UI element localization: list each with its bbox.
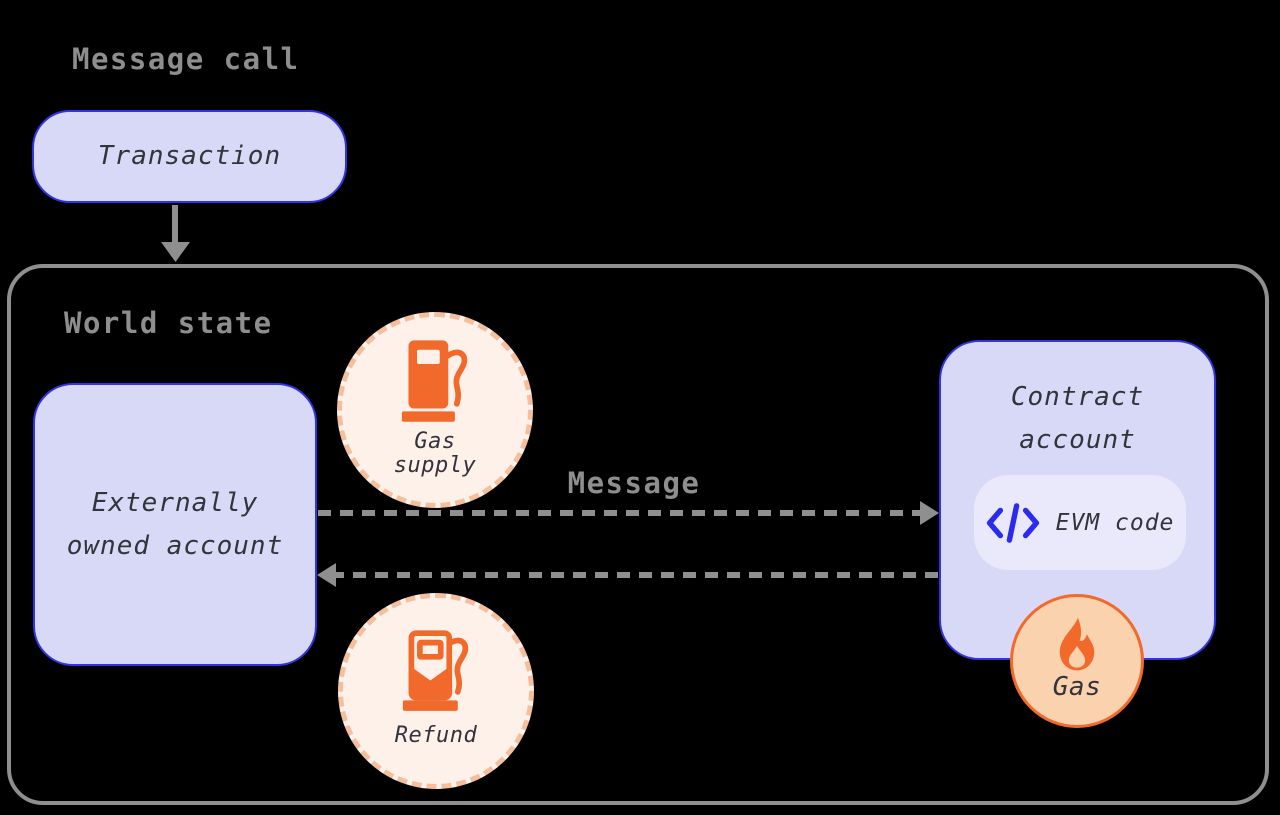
eoa-label-line2: owned account bbox=[66, 530, 284, 561]
contract-label-line1: Contract bbox=[1010, 382, 1145, 412]
transaction-node: Transaction bbox=[32, 110, 347, 203]
code-icon bbox=[986, 502, 1039, 543]
gas-circle: Gas bbox=[1010, 594, 1144, 728]
externally-owned-account-node: Externally owned account bbox=[33, 383, 317, 666]
refund-label: Refund bbox=[394, 723, 478, 748]
fuel-pump-outline-icon bbox=[402, 630, 469, 711]
gas-supply-circle: Gas supply bbox=[337, 312, 533, 508]
eoa-label-line1: Externally bbox=[91, 487, 259, 518]
flame-icon bbox=[1059, 617, 1095, 671]
message-arrow-label: Message bbox=[567, 466, 701, 500]
fuel-pump-icon bbox=[401, 340, 468, 422]
gas-supply-label-line1: Gas bbox=[414, 429, 456, 454]
transaction-to-worldstate-arrow bbox=[161, 205, 190, 262]
evm-code-label: EVM code bbox=[1055, 509, 1175, 536]
gas-supply-label-line2: supply bbox=[393, 453, 477, 478]
contract-label-line2: account bbox=[1019, 425, 1136, 455]
world-state-title: World state bbox=[64, 306, 273, 340]
evm-code-pill: EVM code bbox=[974, 475, 1186, 570]
refund-circle: Refund bbox=[338, 593, 534, 789]
diagram-title: Message call bbox=[72, 42, 300, 76]
transaction-label: Transaction bbox=[97, 141, 282, 171]
world-state-container bbox=[7, 264, 1269, 805]
gas-label: Gas bbox=[1052, 672, 1102, 702]
